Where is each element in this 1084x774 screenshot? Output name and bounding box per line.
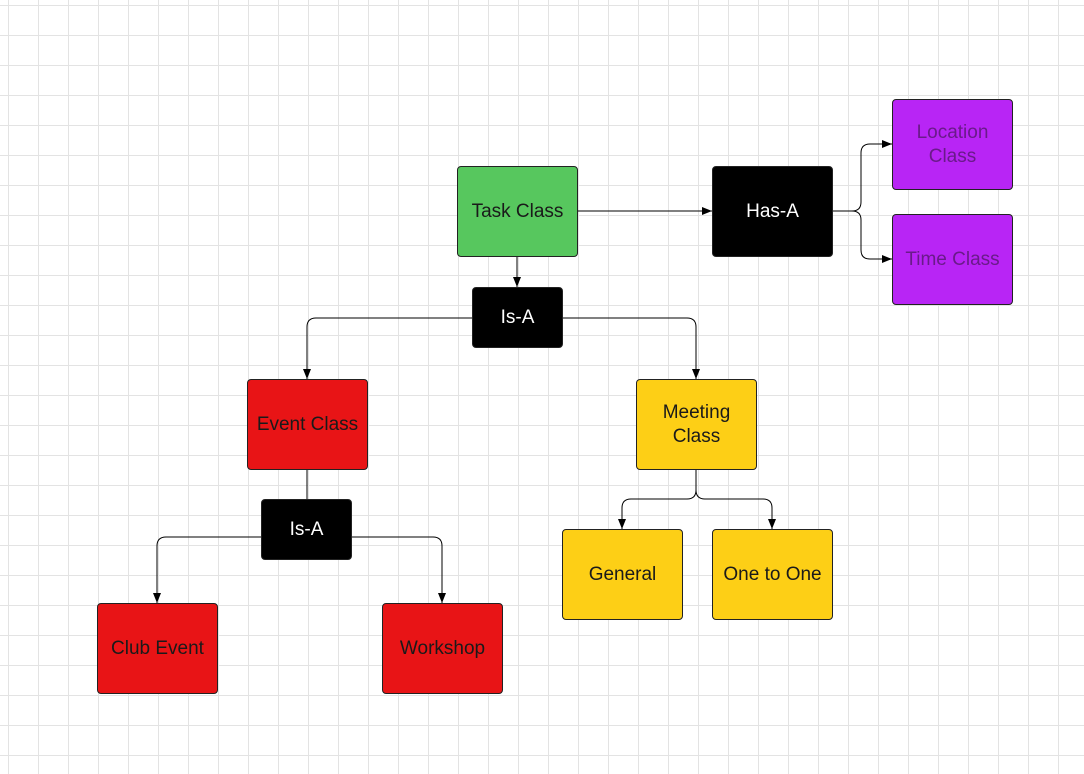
is-a-event-node[interactable]: Is-A	[261, 499, 352, 560]
edge-has-a-to-location	[833, 140, 892, 212]
location-class-label: Location Class	[916, 121, 989, 167]
club-event-node[interactable]: Club Event	[97, 603, 218, 694]
is-a-event-label: Is-A	[289, 518, 324, 540]
is-a-top-node[interactable]: Is-A	[472, 287, 563, 348]
has-a-node[interactable]: Has-A	[712, 166, 833, 257]
is-a-top-label: Is-A	[500, 306, 535, 328]
has-a-label: Has-A	[746, 200, 799, 222]
one-to-one-label: One to One	[723, 563, 822, 585]
edge-is-a-to-meeting	[563, 317, 700, 379]
event-class-label: Event Class	[256, 413, 359, 435]
edge-has-a-to-time	[833, 210, 892, 263]
task-class-label: Task Class	[471, 200, 564, 222]
event-class-node[interactable]: Event Class	[247, 379, 368, 470]
general-label: General	[588, 563, 657, 585]
workshop-node[interactable]: Workshop	[382, 603, 503, 694]
time-class-label: Time Class	[905, 248, 1000, 270]
edge-meeting-to-one-to-one	[695, 470, 776, 529]
edge-meeting-to-general	[618, 470, 697, 529]
location-class-node[interactable]: Location Class	[892, 99, 1013, 190]
time-class-node[interactable]: Time Class	[892, 214, 1013, 305]
edge-is-a-to-club-event	[153, 536, 261, 603]
general-node[interactable]: General	[562, 529, 683, 620]
edge-is-a-to-event	[303, 317, 472, 379]
task-class-node[interactable]: Task Class	[457, 166, 578, 257]
meeting-class-node[interactable]: Meeting Class	[636, 379, 757, 470]
meeting-class-label: Meeting Class	[662, 401, 731, 447]
club-event-label: Club Event	[111, 637, 204, 659]
workshop-label: Workshop	[399, 637, 486, 659]
one-to-one-node[interactable]: One to One	[712, 529, 833, 620]
edge-is-a-to-workshop	[352, 536, 446, 603]
